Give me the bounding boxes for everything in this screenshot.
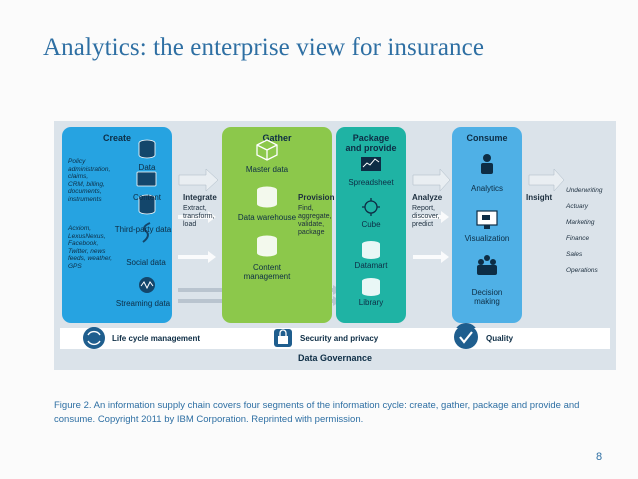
sources-internal: Policy administration, claims, CRM, bill… — [68, 158, 111, 203]
create-segment: Create — [62, 127, 172, 323]
database-icon — [138, 139, 156, 159]
analytics-person-icon — [481, 154, 493, 174]
visualization-monitor-icon — [476, 210, 498, 229]
data-governance-label: Data Governance — [297, 353, 373, 363]
lifecycle-label: Life cycle management — [112, 334, 201, 343]
spreadsheet-label: Spreadsheet — [348, 178, 394, 187]
page-number: 8 — [596, 451, 603, 463]
third-party-database-icon — [138, 194, 156, 215]
master-data-label: Master data — [245, 165, 289, 174]
outputs-list: Underwriting Actuary Marketing Finance S… — [566, 187, 603, 283]
integrate-arrow-icon — [178, 168, 219, 192]
lock-icon — [274, 329, 292, 347]
streaming-icon — [139, 277, 155, 293]
sources-external: Acxiom, LexusNexus, Facebook, Twitter, n… — [68, 225, 113, 270]
integrate-desc: Extract,transform,load — [183, 205, 215, 228]
social-icon — [142, 222, 151, 243]
analyze-arrow-icon — [412, 168, 451, 192]
output-item: Operations — [566, 267, 598, 274]
datamart-label: Datamart — [354, 261, 388, 270]
box-icon — [256, 139, 278, 161]
gather-heading: Gather — [262, 133, 292, 143]
integrate-label: Integrate — [183, 193, 217, 202]
social-data-label: Social data — [126, 258, 166, 267]
library-icon — [362, 278, 380, 296]
provision-desc: Find,aggregate,validate,package — [298, 205, 332, 236]
gather-icons — [256, 139, 278, 257]
output-item: Sales — [566, 251, 583, 258]
folder-icon — [136, 171, 157, 187]
cube-label: Cube — [361, 220, 381, 229]
library-label: Library — [358, 298, 384, 307]
streaming-data-label: Streaming data — [115, 299, 171, 308]
figure-caption: Figure 2. An information supply chain co… — [54, 400, 580, 425]
analyze-label: Analyze — [412, 193, 443, 202]
data-warehouse-label: Data warehouse — [237, 213, 297, 222]
package-icons — [361, 157, 381, 296]
create-heading: Create — [102, 133, 131, 143]
output-item: Actuary — [566, 203, 589, 210]
warehouse-database-icon — [257, 186, 277, 208]
information-supply-chain-diagram: Create Policy administration, claims, CR… — [54, 121, 616, 370]
consume-heading: Consume — [466, 133, 508, 143]
analyze-desc: Report,discover,predict — [412, 205, 440, 228]
cube-icon — [362, 198, 380, 216]
third-party-data-label: Third-party data — [114, 225, 172, 234]
provision-label: Provision — [298, 193, 335, 202]
gather-segment: Gather — [222, 127, 332, 323]
quality-label: Quality — [486, 334, 514, 343]
slide-title: Analytics: the enterprise view for insur… — [43, 34, 485, 61]
insight-arrow-icon — [528, 168, 565, 192]
output-item: Underwriting — [566, 187, 603, 194]
lifecycle-icon — [83, 327, 105, 349]
spreadsheet-icon — [361, 157, 381, 171]
content-label: Content — [132, 193, 162, 202]
quality-check-icon — [454, 325, 478, 349]
data-label: Data — [138, 163, 156, 172]
decision-making-people-icon — [477, 255, 497, 275]
output-item: Marketing — [566, 219, 595, 226]
governance-icons — [83, 325, 478, 349]
consume-icons — [476, 154, 498, 275]
content-database-icon — [257, 235, 277, 257]
security-label: Security and privacy — [300, 334, 379, 343]
output-item: Finance — [566, 235, 590, 242]
visualization-label: Visualization — [464, 234, 510, 243]
insight-label: Insight — [526, 193, 553, 202]
analytics-label: Analytics — [470, 184, 503, 193]
datamart-icon — [362, 241, 380, 259]
